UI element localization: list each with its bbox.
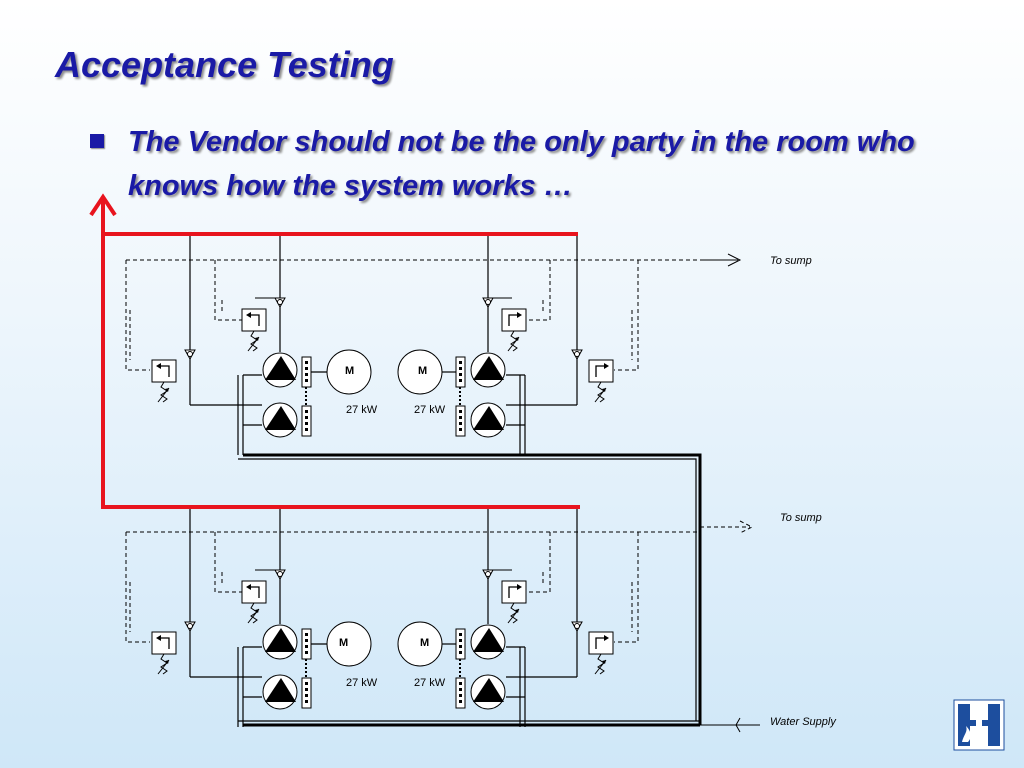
square-bullet-icon [90, 134, 104, 148]
motor-label: M [345, 365, 354, 377]
pump-unit-lower: M M 27 kW 27 kW To sump [126, 506, 822, 727]
red-arrow-up-icon [89, 193, 117, 234]
red-return-line [89, 193, 580, 509]
supply-arrow-icon [700, 717, 760, 733]
motor-label: M [418, 365, 427, 377]
motor-power-label: 27 kW [346, 404, 378, 416]
slide-title: Acceptance Testing [55, 44, 394, 85]
motor-label: M [420, 637, 429, 649]
company-logo [953, 699, 1005, 751]
motor-power-label: 27 kW [414, 404, 446, 416]
pump-unit-upper: M M 27 kW 27 kW To sump [126, 234, 812, 455]
bullet-text: The Vendor should not be the only party … [128, 126, 915, 202]
motor-label: M [339, 637, 348, 649]
motor-power-label: 27 kW [414, 677, 446, 689]
water-supply-main: Water Supply [238, 453, 837, 733]
outlet-arrow-icon [700, 253, 742, 267]
to-sump-label: To sump [770, 255, 812, 267]
water-supply-label: Water Supply [770, 716, 837, 728]
to-sump-label: To sump [780, 512, 822, 524]
outlet-arrow-icon [700, 520, 754, 534]
motor-power-label: 27 kW [346, 677, 378, 689]
